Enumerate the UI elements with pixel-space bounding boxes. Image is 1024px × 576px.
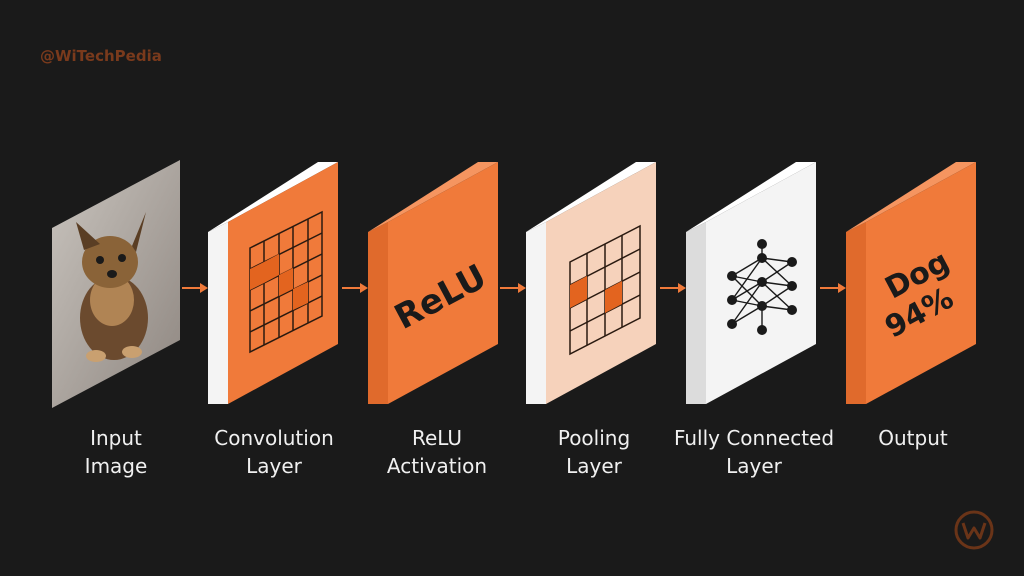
arrow-1 (182, 283, 208, 293)
dog-icon (76, 212, 148, 362)
arrow-4 (660, 283, 686, 293)
w-logo-icon (954, 510, 994, 550)
output-block: Dog 94% (846, 162, 976, 404)
neural-network-icon (727, 239, 797, 335)
pooling-layer-block (526, 162, 656, 404)
fully-connected-block (686, 162, 816, 404)
arrow-2 (342, 283, 368, 293)
input-image-photo (52, 160, 180, 408)
arrow-3 (500, 283, 526, 293)
watermark: @WiTechPedia (40, 47, 162, 65)
step-label-output: Output (878, 426, 948, 450)
convolution-layer-block (208, 162, 338, 404)
relu-activation-block: ReLU (368, 162, 498, 404)
arrow-5 (820, 283, 846, 293)
